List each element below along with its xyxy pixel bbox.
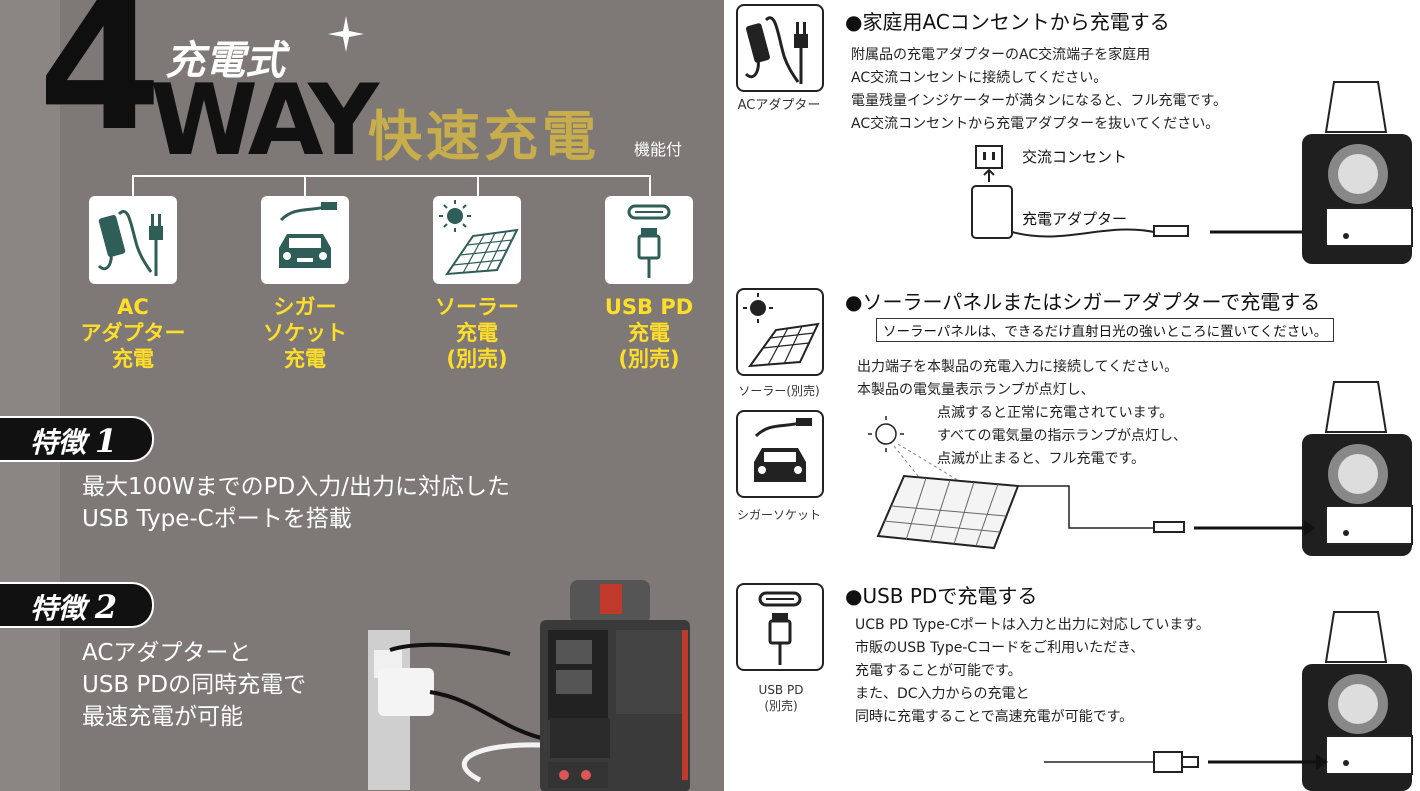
usb-cable-diagram: [1044, 751, 1328, 773]
ac-adapter-icon-box: [736, 4, 824, 92]
car-icon-box: [736, 410, 824, 498]
solar-panel-icon: [433, 196, 521, 284]
device-illustration-1: [1302, 81, 1413, 264]
kaisoku-title: 快速充電: [368, 104, 600, 168]
product-photo: [368, 580, 690, 791]
solar-caption: ソーラー(別売): [738, 384, 820, 398]
adapter-label: 充電アダプター: [1022, 210, 1128, 228]
section-1-heading: ●家庭用ACコンセントから充電する: [845, 10, 1170, 34]
car-socket-icon: [261, 196, 349, 284]
usb-c-icon: [605, 196, 693, 284]
ac-adapter-icon: [89, 196, 177, 284]
device-illustration-3: [1302, 611, 1413, 791]
section-2-heading: ●ソーラーパネルまたはシガーアダプターで充電する: [845, 290, 1321, 314]
ac-adapter-caption: ACアダプター: [737, 98, 821, 113]
section-2-text: 出力端子を本製品の充電入力に接続してください。 本製品の電気量表示ランプが点灯し…: [857, 359, 1188, 467]
kinou-tsuki-label: 機能付: [634, 140, 683, 159]
method-label-solar: ソーラー充電(別売): [435, 295, 519, 371]
section-2-notice: ソーラーパネルは、できるだけ直射日光の強いところに置いてください。: [876, 318, 1335, 342]
usb-icon-box: [736, 583, 824, 671]
section-3-heading: ●USB PDで充電する: [845, 584, 1038, 608]
device-illustration-2: [1302, 381, 1413, 556]
connector-lines: [132, 175, 651, 197]
section-3-text: UCB PD Type-Cポートは入力と出力に対応しています。市販のUSB Ty…: [855, 617, 1210, 725]
big-number-4: 4: [38, 0, 162, 170]
solar-diagram: [868, 416, 1316, 550]
left-panel: 4 充電式 WAY 快速充電 機能付: [0, 0, 724, 791]
juden-shiki-label: 充電式: [165, 37, 285, 84]
way-title: WAY: [150, 64, 379, 178]
right-panel: ACアダプター ●家庭用ACコンセントから充電する 附属品の充電アダプターのAC…: [724, 0, 1420, 791]
feature-2-badge: 特徴 2: [0, 582, 154, 628]
sparkle-icon: [328, 16, 364, 52]
method-label-car: シガーソケット充電: [263, 295, 347, 371]
solar-icon-box: [736, 288, 824, 376]
feature-1-badge: 特徴 1: [0, 416, 154, 462]
outlet-label: 交流コンセント: [1022, 148, 1128, 166]
usb-caption: USB PD(別売): [758, 683, 804, 713]
side-strip: [0, 0, 60, 791]
outlet-icon: [975, 145, 1003, 182]
car-caption: シガーソケット: [736, 508, 821, 522]
